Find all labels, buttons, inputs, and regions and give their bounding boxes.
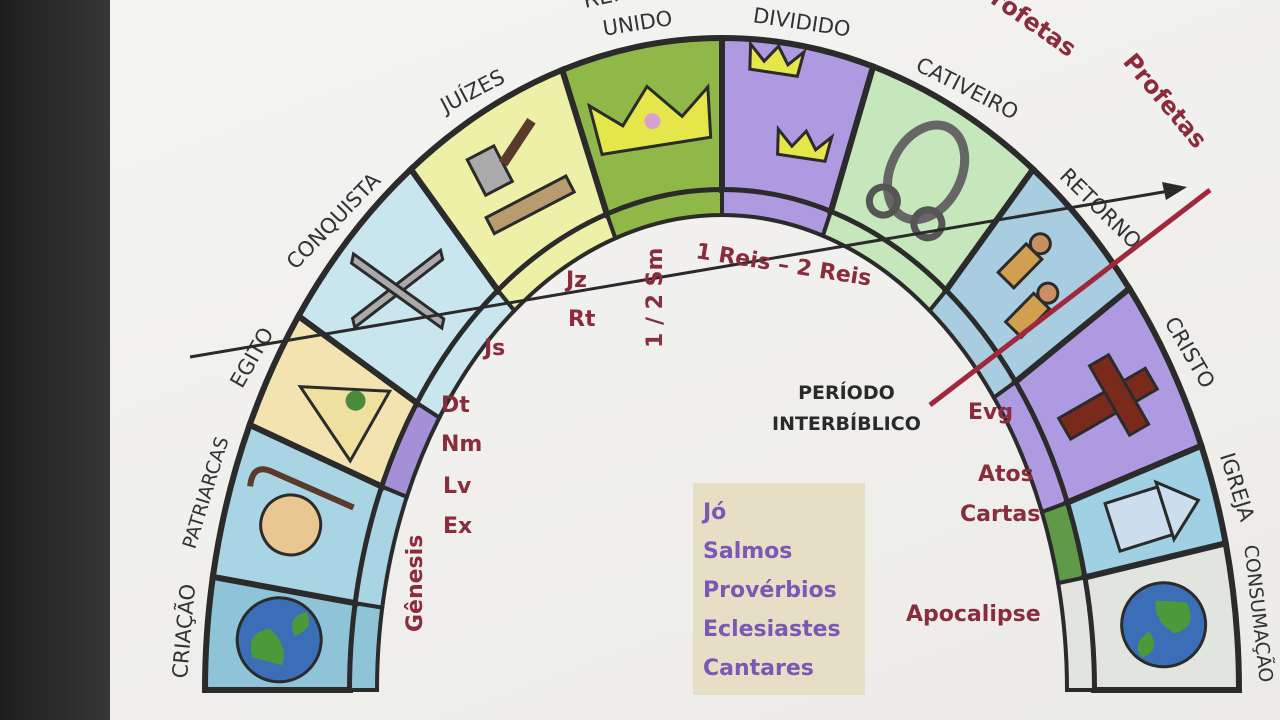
globe-icon (235, 596, 323, 684)
book-ex: Ex (443, 514, 473, 539)
earth-icon (1120, 581, 1208, 669)
period-label: DIVIDIDO (752, 3, 852, 41)
book-atos: Atos (978, 462, 1034, 487)
crown-icon (586, 83, 713, 157)
book-dt: Dt (441, 393, 470, 418)
wisdom-book: Salmos (703, 539, 793, 564)
sword-icon (349, 247, 446, 331)
book-apocalipse: Apocalipse (906, 602, 1041, 627)
period-segment-1 (201, 573, 385, 693)
wisdom-book: Cantares (703, 656, 814, 681)
period-segment-9 (926, 164, 1134, 401)
period-label: UNIDO (601, 6, 674, 41)
book-js: Js (484, 336, 506, 361)
period-label: CONSUMAÇÃO (1239, 544, 1278, 684)
wisdom-book: Eclesiastes (703, 617, 841, 642)
period-inner-strip (1055, 575, 1097, 692)
interbiblical-period-label: PERÍODO INTERBÍBLICO (772, 378, 921, 440)
wisdom-books-box: Jó Salmos Provérbios Eclesiastes Cantare… (693, 483, 865, 695)
interbiblical-line2: INTERBÍBLICO (772, 413, 921, 435)
book-jz: Jz (566, 268, 587, 293)
interbiblical-line1: PERÍODO (798, 382, 895, 404)
prophets-top-partial: Profetas (972, 0, 1082, 63)
church-icon (1103, 479, 1201, 554)
book-lv: Lv (443, 474, 472, 499)
two-crowns-icon (748, 39, 835, 163)
gavel-icon (465, 117, 577, 236)
projector-edge (0, 0, 125, 720)
book-1-2-samuel: 1 / 2 Sm (643, 248, 668, 348)
period-label: CRIAÇÃO (166, 583, 200, 680)
book-cartas: Cartas (960, 502, 1041, 527)
period-inner-strip (347, 600, 385, 692)
arrow-head-icon (1162, 182, 1187, 200)
wisdom-book: Provérbios (703, 578, 837, 603)
period-segment-3 (245, 311, 442, 500)
pyramid-icon (297, 385, 393, 464)
period-segment-10 (991, 284, 1206, 515)
timeline-arrow (189, 188, 1176, 359)
wisdom-book: Jó (703, 500, 727, 525)
interbiblical-divider (928, 188, 1212, 407)
book-rt: Rt (568, 307, 596, 332)
period-segment-5 (406, 65, 618, 314)
prophets-label: Profetas (1117, 48, 1212, 154)
book-evg: Evg (968, 400, 1014, 425)
cross-icon (1056, 352, 1160, 442)
period-segment-12 (1055, 539, 1243, 693)
shepherd-icon (247, 466, 355, 557)
book-genesis: Gênesis (403, 535, 428, 632)
book-nm: Nm (441, 432, 483, 457)
